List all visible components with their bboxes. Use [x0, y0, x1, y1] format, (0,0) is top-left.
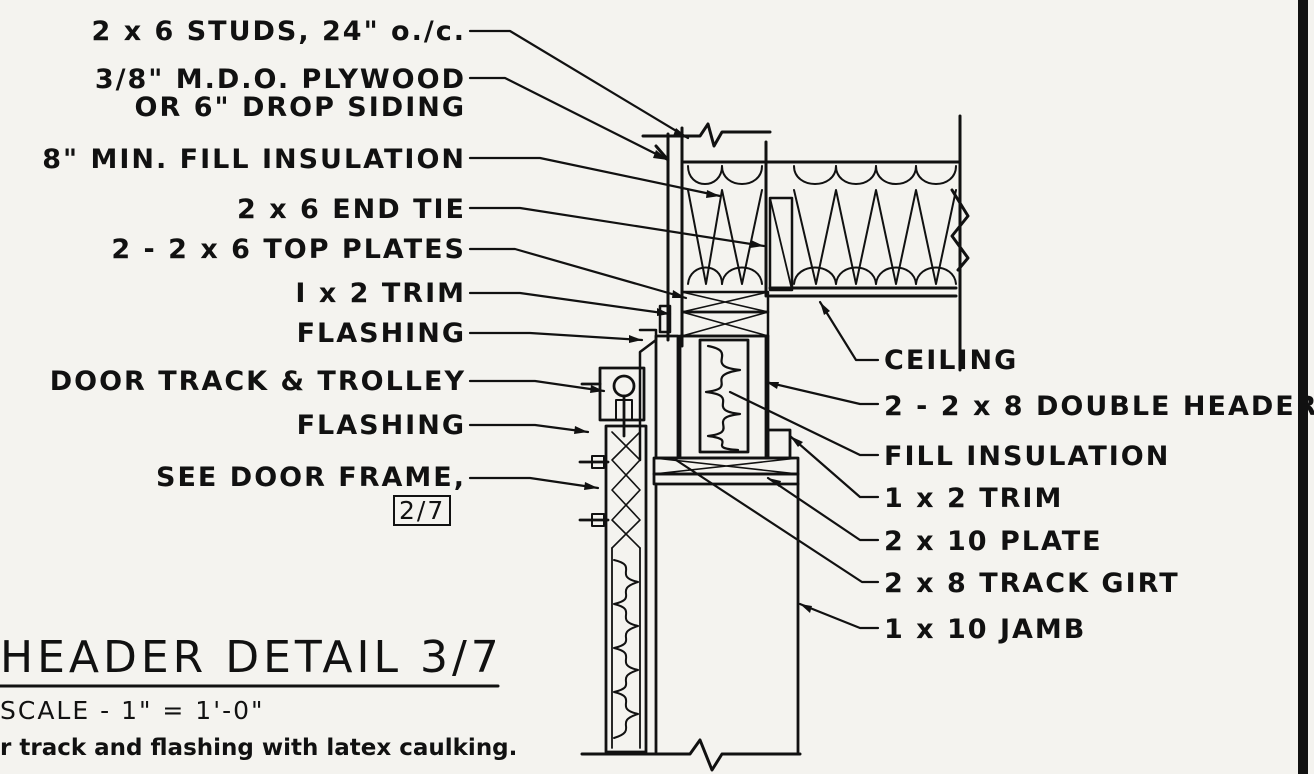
bottom-break — [580, 738, 802, 772]
label-ceiling: CEILING — [884, 345, 1019, 376]
top-plates — [680, 290, 770, 338]
label-fill-insulation: FILL INSULATION — [884, 441, 1171, 472]
label-trim-bottom: 1 x 2 TRIM — [884, 483, 1064, 514]
leader-lines-left — [468, 29, 766, 490]
door-panel — [578, 424, 648, 754]
label-flashing-2: FLASHING — [296, 410, 466, 441]
sheet-border — [1298, 0, 1308, 774]
label-jamb: 1 x 10 JAMB — [884, 614, 1087, 645]
double-header — [654, 334, 792, 460]
detail-note: r track and flashing with latex caulking… — [0, 735, 518, 761]
door-frame-reference: 2/7 — [393, 495, 452, 526]
label-double-header: 2 - 2 x 8 DOUBLE HEADER — [884, 391, 1314, 422]
label-drop-siding: OR 6" DROP SIDING — [134, 92, 466, 123]
label-plywood: 3/8" M.D.O. PLYWOOD — [94, 64, 466, 95]
label-fill-insulation-min: 8" MIN. FILL INSULATION — [42, 144, 466, 175]
label-track-girt: 2 x 8 TRACK GIRT — [884, 568, 1180, 599]
detail-scale: SCALE - 1" = 1'-0" — [0, 696, 265, 725]
detail-title: HEADER DETAIL 3/7 — [0, 632, 503, 683]
door-track — [580, 366, 646, 438]
label-studs: 2 x 6 STUDS, 24" o./c. — [91, 16, 466, 47]
label-flashing-1: FLASHING — [296, 318, 466, 349]
label-trim-top: I x 2 TRIM — [295, 278, 466, 309]
label-top-plates: 2 - 2 x 6 TOP PLATES — [111, 234, 466, 265]
ceiling-insulation — [682, 114, 970, 372]
plate-and-girt — [652, 456, 800, 754]
label-end-tie: 2 x 6 END TIE — [237, 194, 466, 225]
label-door-frame: SEE DOOR FRAME, — [156, 462, 466, 493]
leader-lines-right — [674, 300, 880, 630]
label-door-track: DOOR TRACK & TROLLEY — [49, 366, 466, 397]
label-plate: 2 x 10 PLATE — [884, 526, 1103, 557]
arrowheads-right — [766, 302, 830, 613]
